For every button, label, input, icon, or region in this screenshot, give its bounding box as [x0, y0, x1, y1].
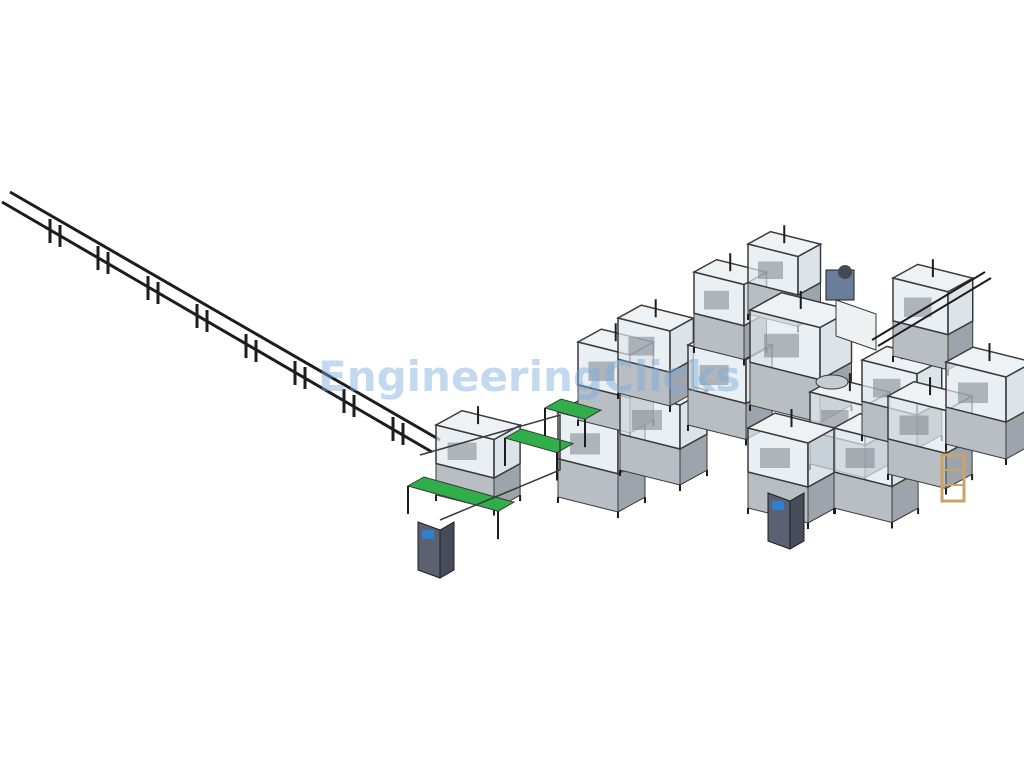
robot-joint [838, 265, 852, 279]
machinery [704, 290, 729, 310]
cabinet-side [789, 492, 805, 550]
robot-base [835, 299, 877, 351]
rail-lower [1, 200, 433, 454]
bowl-feeder [815, 374, 849, 390]
control-cabinet [767, 492, 805, 550]
enclosure-top [745, 230, 823, 258]
table-top [503, 428, 575, 454]
rail-upper [9, 190, 441, 442]
wooden-stand [940, 453, 966, 503]
glass-side [1005, 366, 1024, 424]
side-conveyor [877, 277, 992, 347]
enclosure-top [943, 346, 1024, 378]
workstation-cell [745, 409, 838, 529]
machinery [699, 365, 729, 385]
machinery [758, 261, 783, 279]
cabinet-side [1005, 411, 1024, 460]
side-conveyor [871, 271, 986, 341]
machinery [628, 336, 655, 356]
machinery [760, 448, 790, 468]
hmi-screen [772, 501, 784, 510]
machinery [764, 333, 799, 358]
auxiliary-equipment [406, 265, 992, 579]
enclosure-top [615, 304, 696, 332]
workstation-cell [943, 343, 1024, 465]
robot-cell [825, 265, 877, 351]
machinery [588, 361, 615, 381]
machinery [845, 448, 875, 468]
table-top [406, 476, 516, 512]
green-transfer-table [503, 428, 575, 481]
machinery [904, 297, 932, 317]
table-top [543, 398, 603, 420]
workstation-cell [890, 259, 975, 376]
stand-frame [940, 453, 966, 503]
control-cabinet [417, 521, 455, 579]
green-transfer-table [543, 398, 603, 448]
workstation-cells [433, 225, 1024, 529]
transfer-frame [419, 414, 561, 521]
machinery [632, 410, 662, 430]
hmi-screen [422, 530, 434, 539]
machinery [899, 415, 929, 435]
enclosure-top [890, 263, 975, 293]
cabinet-side [439, 521, 455, 579]
overhead-conveyor-rail [1, 190, 441, 454]
machinery [958, 382, 988, 403]
green-transfer-table [406, 476, 516, 540]
workstation-cell [615, 299, 696, 412]
machinery [447, 442, 477, 460]
